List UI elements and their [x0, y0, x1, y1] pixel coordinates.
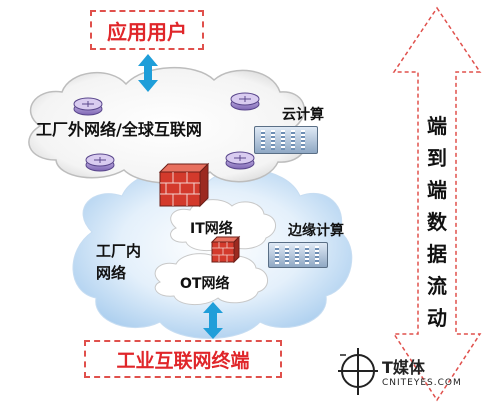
ot-network-label: OT网络: [180, 276, 230, 292]
logo: T媒体 CNITEYES.COM: [382, 354, 462, 388]
end-to-end-dataflow-label: 端 到 端 数 据 流 动: [424, 110, 450, 334]
it-network-cloud: [170, 199, 276, 251]
router-icon: [225, 151, 255, 170]
ot-network-cloud: [154, 253, 268, 305]
application-user-label: 应用用户: [107, 19, 187, 44]
edge-computing-label: 边缘计算: [288, 223, 344, 239]
industrial-terminal-box: 工业互联网终端: [84, 340, 282, 378]
logo-name: T媒体: [382, 358, 425, 377]
dataflow-char: 动: [427, 306, 447, 330]
application-user-box: 应用用户: [90, 10, 204, 50]
dataflow-char: 数: [427, 210, 447, 234]
router-icon: [230, 92, 260, 111]
industrial-terminal-label: 工业互联网终端: [116, 349, 250, 372]
logo-domain: CNITEYES.COM: [382, 378, 462, 388]
small-firewall-icon: [210, 235, 241, 264]
dataflow-char: 流: [427, 274, 447, 298]
logo-icon: [338, 348, 378, 395]
edge-server-icon: [268, 242, 328, 268]
arrow-ot-to-terminal: [203, 302, 223, 339]
cloud-computing-label: 云计算: [282, 107, 324, 123]
router-icon: [73, 97, 103, 116]
inner-network-label-line2: 网络: [96, 264, 127, 282]
dataflow-char: 到: [427, 146, 447, 170]
dataflow-char: 端: [427, 114, 447, 138]
end-to-end-dataflow-arrow: [392, 6, 482, 402]
it-network-label: IT网络: [190, 221, 233, 237]
dataflow-char: 据: [427, 242, 447, 266]
firewall-icon: [158, 162, 210, 208]
inner-network-label-line1: 工厂内: [96, 242, 142, 260]
dataflow-char: 端: [427, 178, 447, 202]
cloud-server-icon: [254, 126, 318, 154]
router-icon: [85, 153, 115, 172]
arrow-user-to-internet: [138, 54, 158, 92]
outer-network-label: 工厂外网络/全球互联网: [36, 120, 202, 139]
inner-network-label: 工厂内 网络: [96, 240, 141, 284]
